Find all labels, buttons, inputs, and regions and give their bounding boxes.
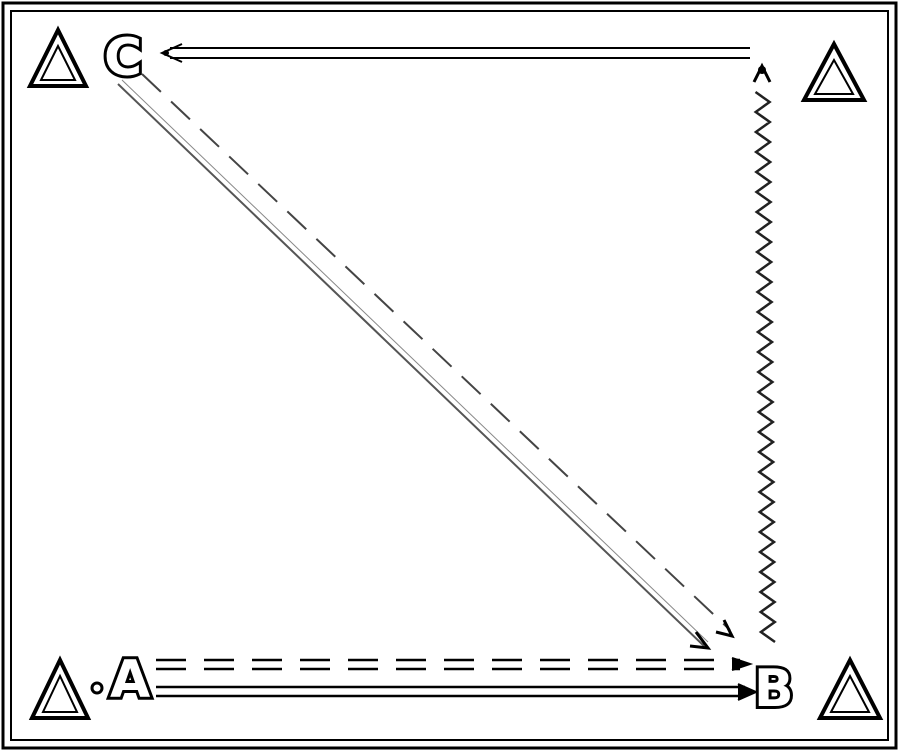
edge-c-to-b-dashed — [141, 73, 735, 639]
edge-b-to-c-wavy — [752, 62, 777, 644]
node-a-dot — [90, 681, 104, 695]
corner-triangle-top-left — [26, 25, 90, 88]
edge-b-to-c-double — [159, 43, 750, 63]
inner-border — [10, 10, 889, 741]
edge-a-to-b-solid — [156, 683, 759, 701]
corner-triangle-bottom-left — [28, 655, 92, 720]
edge-c-to-b-solid — [117, 79, 712, 650]
corner-triangle-top-right — [800, 39, 868, 102]
edge-a-to-b-dashed — [156, 657, 754, 671]
corner-triangle-bottom-right — [816, 655, 884, 720]
node-label-b: B — [754, 659, 794, 719]
node-label-c: C — [104, 28, 142, 88]
node-label-a: A — [110, 650, 150, 710]
